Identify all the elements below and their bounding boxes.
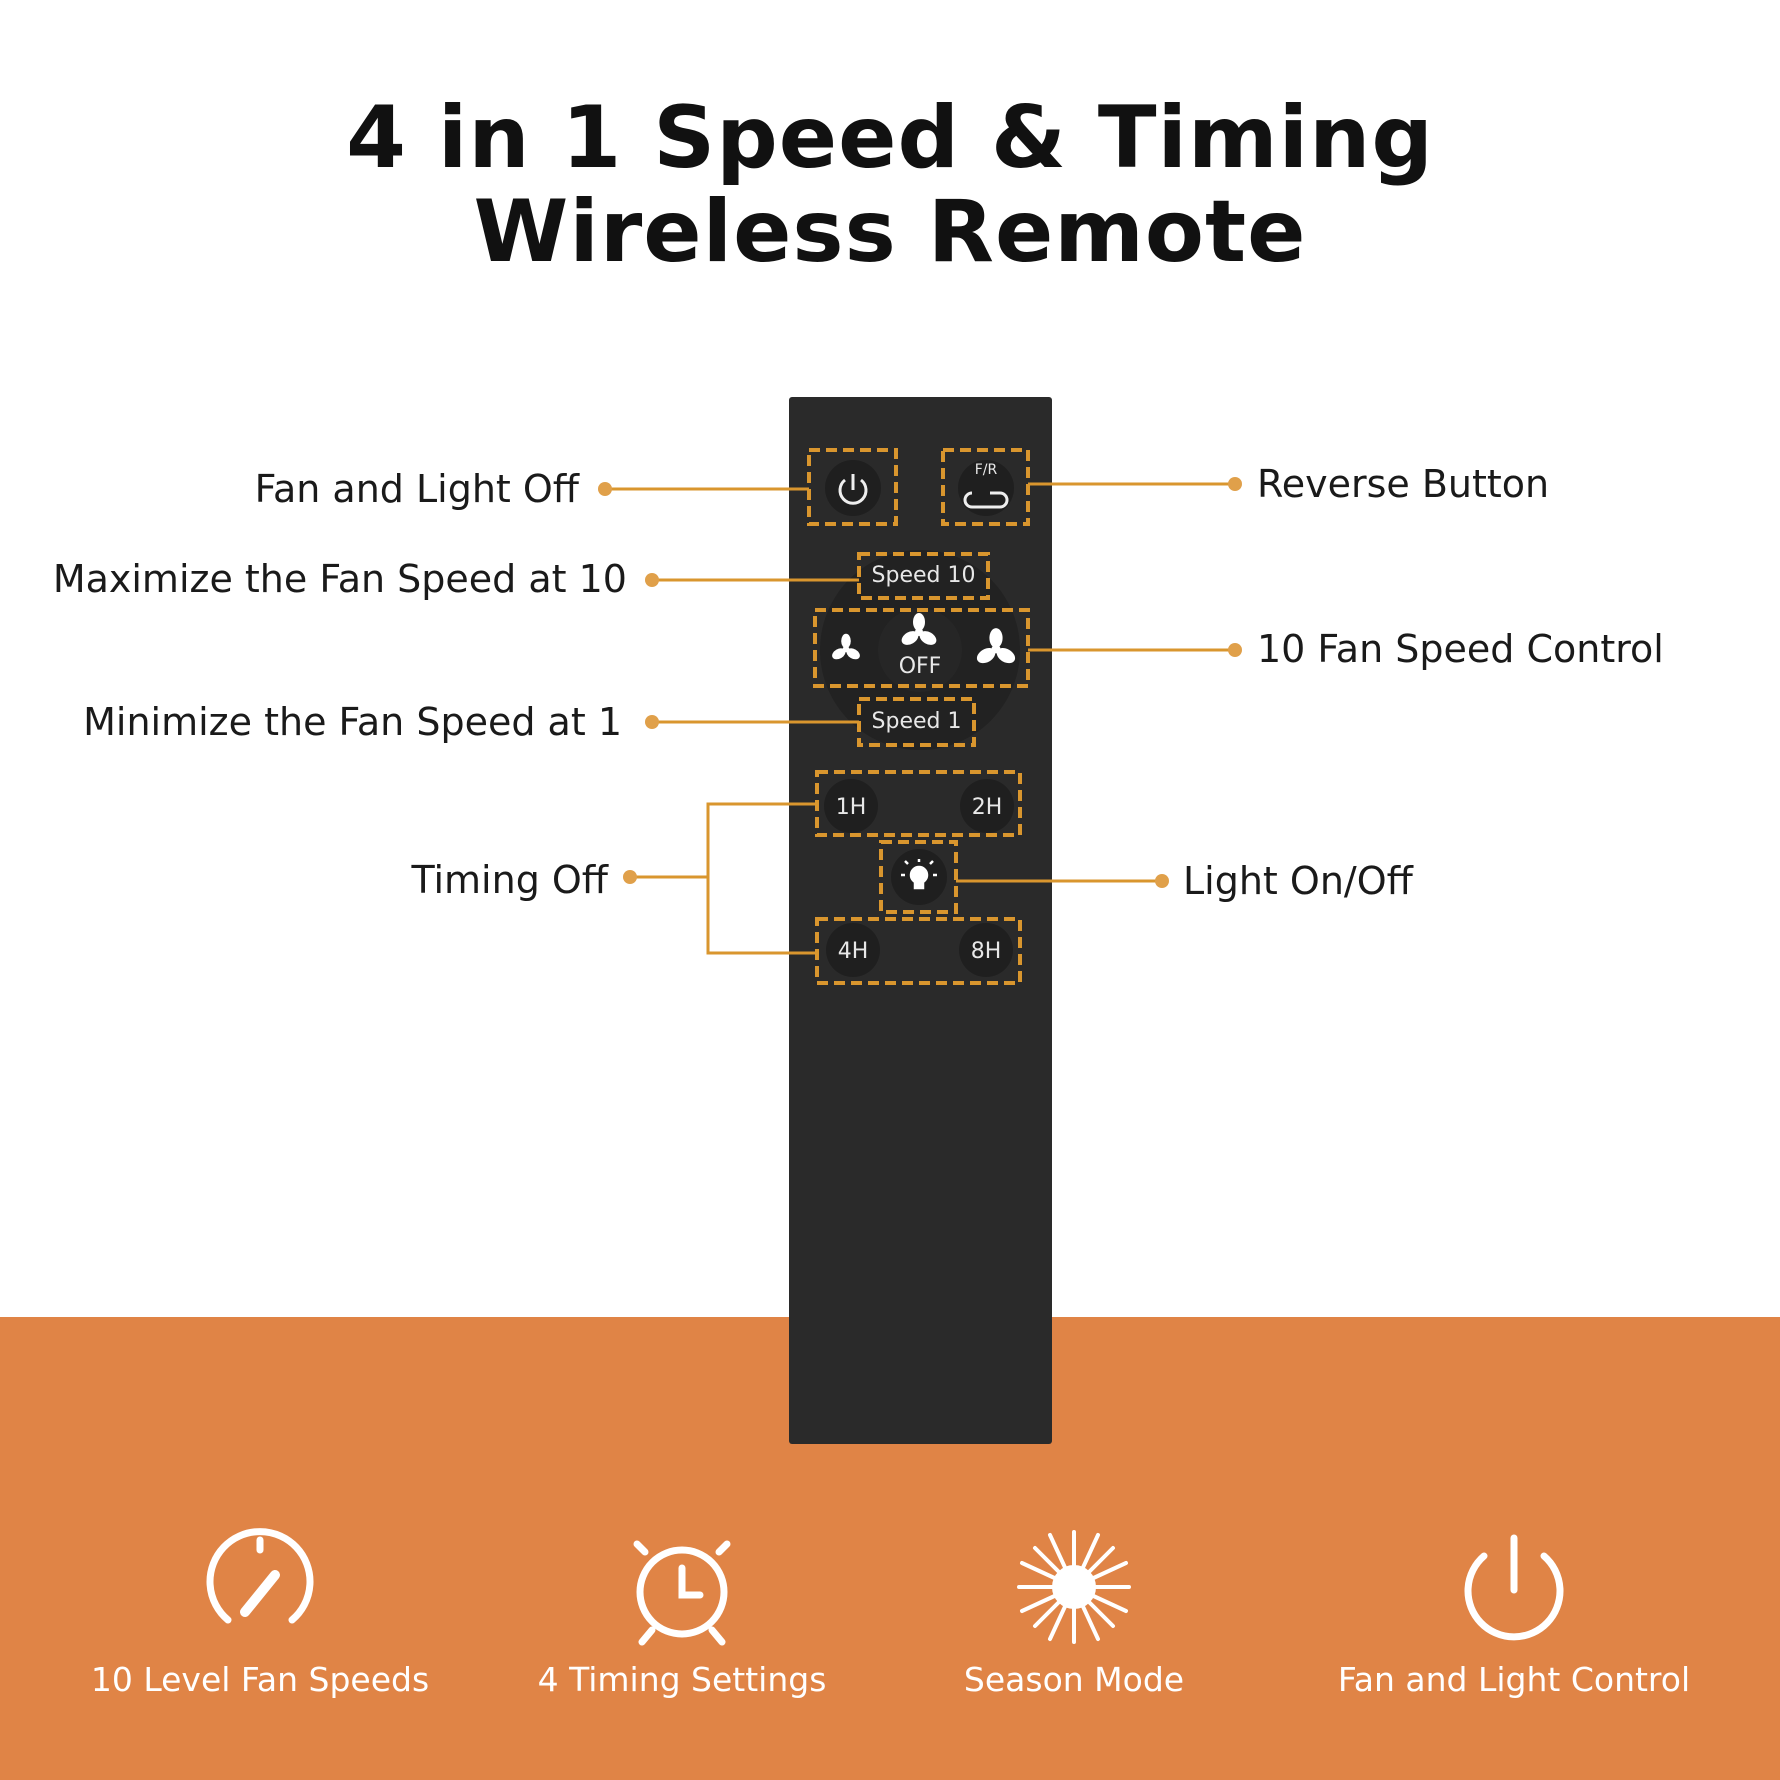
callout-speed-min: Minimize the Fan Speed at 1 [83, 700, 622, 744]
callout-power: Fan and Light Off [254, 467, 579, 511]
timer-4h-label: 4H [837, 939, 869, 964]
timer-8h-label: 8H [970, 939, 1002, 964]
sun-snowflake-icon [1017, 1530, 1131, 1644]
speed1-button[interactable]: Speed 1 [871, 709, 962, 734]
reverse-icon [963, 491, 1009, 509]
feature-control: Fan and Light Control [1337, 1660, 1691, 1699]
title-line2: Wireless Remote [473, 182, 1307, 282]
callout-dots [598, 477, 1242, 888]
bulb-icon [901, 859, 937, 890]
callout-lines [605, 482, 1235, 955]
timer-1h-label: 1H [835, 795, 867, 820]
fan-fast-icon [976, 628, 1016, 664]
timer-2h-label: 2H [971, 795, 1003, 820]
fan-off-icon [901, 613, 937, 645]
callout-fan-speed: 10 Fan Speed Control [1257, 627, 1664, 671]
timer-8h-button[interactable] [959, 923, 1013, 977]
callout-timing: Timing Off [411, 858, 608, 902]
reverse-button[interactable] [958, 460, 1014, 516]
fan-slow-icon [832, 633, 860, 660]
speedometer-icon [206, 1528, 314, 1624]
timer-2h-button[interactable] [960, 779, 1014, 833]
power-icon [1464, 1534, 1564, 1641]
feature-fan-speeds: 10 Level Fan Speeds [90, 1660, 430, 1699]
timer-1h-button[interactable] [824, 779, 878, 833]
title-line1: 4 in 1 Speed & Timing [346, 88, 1434, 188]
callout-light: Light On/Off [1183, 859, 1413, 903]
feature-timing: 4 Timing Settings [537, 1660, 827, 1699]
power-icon [838, 474, 868, 505]
alarm-clock-icon [633, 1540, 731, 1646]
off-label: OFF [898, 654, 942, 679]
callout-reverse: Reverse Button [1257, 462, 1550, 506]
fr-label: F/R [974, 462, 998, 478]
fan-icons [832, 613, 1016, 664]
callout-speed-max: Maximize the Fan Speed at 10 [52, 557, 627, 601]
timer-4h-button[interactable] [826, 923, 880, 977]
speed10-button[interactable]: Speed 10 [871, 563, 976, 588]
feature-season: Season Mode [963, 1660, 1185, 1699]
fan-off-button[interactable] [878, 608, 962, 692]
